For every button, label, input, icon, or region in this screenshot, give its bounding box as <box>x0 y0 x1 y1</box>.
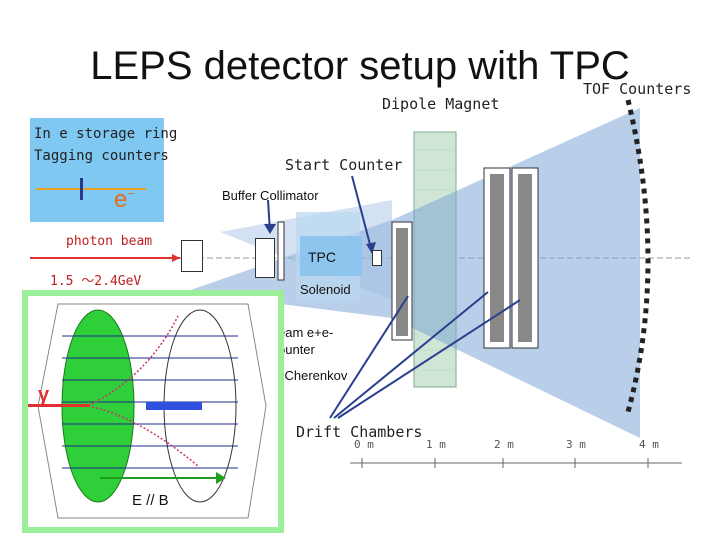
event-display-svg <box>37 303 267 519</box>
gamma-label: γ <box>38 384 50 406</box>
pointer-arrowheads <box>264 224 376 254</box>
scale-label-2: 2 m <box>494 438 514 451</box>
placeholder-glyph-icon <box>372 250 382 266</box>
beam-counter-label-2: ounter <box>278 342 315 357</box>
drift-chamber-2-fill <box>490 174 504 342</box>
field-arrow-head <box>216 472 226 484</box>
start-counter-label: Start Counter <box>285 156 403 174</box>
storage-ring-label-1: In e storage ring <box>34 126 178 142</box>
electron-symbol: e− <box>114 186 135 213</box>
photon-beam-arrowhead <box>172 254 180 262</box>
photon-beam-label: photon beam <box>66 234 153 249</box>
storage-ring-box: In e storage ring Tagging counters e− <box>30 118 177 222</box>
storage-ring-label-2: Tagging counters <box>34 148 169 164</box>
particle-track-2 <box>87 315 179 407</box>
buffer-collimator-label: Buffer Collimator <box>222 188 319 203</box>
tagging-counter <box>80 178 83 200</box>
beam-counter-label-1: eam e+e- <box>278 325 334 340</box>
dipole-magnet-label: Dipole Magnet <box>382 95 500 113</box>
scale-label-1: 1 m <box>426 438 446 451</box>
page-title: LEPS detector setup with TPC <box>90 44 630 88</box>
scale-label-3: 3 m <box>566 438 586 451</box>
electron-track <box>36 188 146 190</box>
scale-bar-ticks <box>361 458 649 468</box>
pointer-lines <box>267 175 521 419</box>
field-label: E // B <box>132 492 169 509</box>
drift-chambers-label: Drift Chambers <box>296 423 423 441</box>
gamma-arrow-icon <box>28 404 90 407</box>
placeholder-glyph-icon <box>255 238 275 278</box>
hit-cluster <box>146 402 202 410</box>
scale-label-4: 4 m <box>639 438 659 451</box>
placeholder-glyph-icon <box>181 240 203 272</box>
energy-range-label: 1.5 ～2.4GeV <box>50 274 142 289</box>
buffer-collimator <box>277 221 285 281</box>
tof-counters-wall <box>625 99 651 413</box>
solenoid-label: Solenoid <box>300 282 351 297</box>
particle-track-1 <box>87 405 199 467</box>
scale-label-0: 0 m <box>354 438 374 451</box>
tpc-box <box>300 236 362 276</box>
event-display-inset: γ E // B <box>22 290 284 533</box>
drift-chamber-3-fill <box>518 174 532 342</box>
cherenkov-label: l Cherenkov <box>278 368 348 383</box>
field-arrow <box>100 477 220 479</box>
tof-counters-label: TOF Counters <box>583 80 692 98</box>
tpc-label: TPC <box>308 249 336 265</box>
drift-chamber-1-fill <box>396 228 408 336</box>
